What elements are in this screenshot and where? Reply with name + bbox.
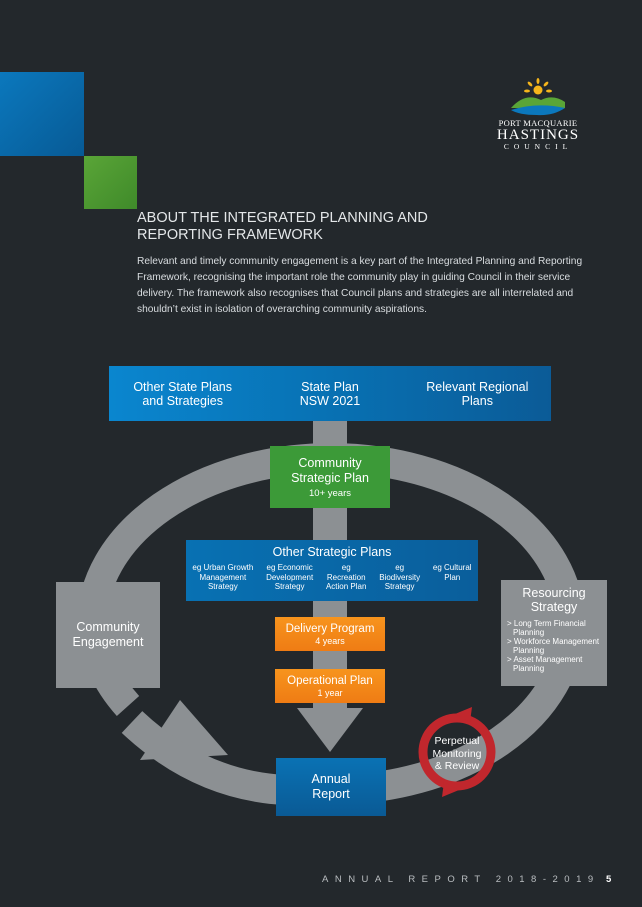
osp-item-line: Strategy xyxy=(274,582,305,591)
osp-item: eg Urban Growth Management Strategy xyxy=(192,563,253,592)
osp-item-line: Action Plan xyxy=(325,582,367,591)
green-decor-square xyxy=(84,156,137,209)
osp-item-line: Recreation xyxy=(326,572,366,582)
perpetual-ring xyxy=(418,713,496,791)
community-strategic-plan-box: Community Strategic Plan 10+ years xyxy=(270,446,390,508)
perpetual-line-3: & Review xyxy=(434,760,480,772)
osp-item: eg Recreation Action Plan xyxy=(326,563,366,592)
state-bar-cell: Other State Plans and Strategies xyxy=(109,366,256,421)
delivery-program-box: Delivery Program 4 years xyxy=(275,617,385,651)
sun-hills-icon xyxy=(511,78,565,116)
osp-item-line: eg xyxy=(341,563,351,572)
csp-line-2: Strategic Plan xyxy=(291,470,369,485)
perpetual-line-1: Perpetual xyxy=(434,735,480,747)
osp-item-line: eg Cultural xyxy=(432,563,472,572)
resourcing-strategy-box: Resourcing Strategy > Long Term Financia… xyxy=(501,580,607,686)
osp-item-line: Biodiversity xyxy=(379,572,421,582)
community-engagement-box: Community Engagement xyxy=(56,582,160,688)
rs-line-2: Strategy xyxy=(530,600,578,614)
osp-item: eg Economic Development Strategy xyxy=(266,563,313,592)
title-line-2: REPORTING FRAMEWORK xyxy=(137,227,323,243)
cycle-arrow-top-icon xyxy=(455,707,472,722)
intro-paragraph: Relevant and timely community engagement… xyxy=(137,256,583,315)
delivery-program-title: Delivery Program xyxy=(285,622,375,635)
state-cell-line: NSW 2021 xyxy=(299,393,361,408)
ar-line-1: Annual xyxy=(311,772,351,786)
other-strategic-plans-box: Other Strategic Plans eg Urban Growth Ma… xyxy=(186,540,478,601)
perpetual-text: Perpetual Monitoring & Review xyxy=(415,735,499,773)
ce-line-2: Engagement xyxy=(72,635,144,649)
operational-plan-duration: 1 year xyxy=(317,687,343,698)
state-cell-line: Relevant Regional xyxy=(426,379,529,394)
rs-items: > Long Term Financial Planning > Workfor… xyxy=(507,619,607,673)
osp-item-line: Development xyxy=(266,572,314,582)
rs-item: > Long Term Financial Planning xyxy=(507,619,586,637)
ar-line-2: Report xyxy=(312,787,350,801)
osp-item-line: eg Economic xyxy=(266,563,313,572)
council-logo: PORT MACQUARIE HASTINGS COUNCIL xyxy=(496,78,580,160)
title-line-1: ABOUT THE INTEGRATED PLANNING AND xyxy=(137,210,428,226)
perpetual-monitoring-badge: Perpetual Monitoring & Review xyxy=(415,707,499,797)
rs-item: > Asset Management Planning xyxy=(507,655,583,673)
state-cell-line: Other State Plans xyxy=(133,379,232,394)
footer-report-title: ANNUAL REPORT 2018-2019 xyxy=(322,874,600,885)
bottom-left-arc xyxy=(121,710,287,805)
delivery-program-duration: 4 years xyxy=(315,635,345,646)
rs-title: Resourcing Strategy xyxy=(501,586,607,614)
osp-item-line: Strategy xyxy=(207,582,238,591)
rs-item: > Workforce Management Planning xyxy=(507,637,600,655)
osp-items: eg Urban Growth Management Strategy eg E… xyxy=(186,563,478,592)
page-title: ABOUT THE INTEGRATED PLANNING AND REPORT… xyxy=(137,210,557,244)
page-number: 5 xyxy=(606,874,612,885)
state-cell-line: State Plan xyxy=(301,379,359,394)
cycle-arrow-bottom-icon xyxy=(442,782,459,797)
annual-report-box: Annual Report xyxy=(276,758,386,816)
osp-item-line: Management xyxy=(199,572,247,582)
osp-item: eg Biodiversity Strategy xyxy=(379,563,420,592)
osp-item-line: Plan xyxy=(444,572,461,582)
operational-plan-box: Operational Plan 1 year xyxy=(275,669,385,703)
state-cell-line: and Strategies xyxy=(142,393,223,408)
osp-item: eg Cultural Plan xyxy=(433,563,472,592)
down-arrow-icon xyxy=(297,708,363,752)
blue-decor-square xyxy=(0,72,84,156)
operational-plan-title: Operational Plan xyxy=(287,674,373,687)
state-cell-line: Plans xyxy=(461,393,493,408)
logo-line-1: PORT MACQUARIE xyxy=(498,118,578,128)
csp-line-1: Community xyxy=(298,455,362,470)
state-plans-bar: Other State Plans and Strategies State P… xyxy=(109,366,551,421)
state-bar-cell: State Plan NSW 2021 xyxy=(256,366,403,421)
osp-item-line: Strategy xyxy=(384,582,415,591)
osp-item-line: eg Urban Growth xyxy=(192,563,254,572)
perpetual-line-2: Monitoring xyxy=(432,747,482,760)
logo-line-3: COUNCIL xyxy=(503,142,573,151)
logo-line-2: HASTINGS xyxy=(496,127,580,143)
ce-line-1: Community xyxy=(76,620,140,634)
rs-line-1: Resourcing xyxy=(522,586,586,600)
csp-duration: 10+ years xyxy=(309,487,351,499)
osp-title: Other Strategic Plans xyxy=(272,545,392,559)
osp-item-line: eg xyxy=(395,563,405,572)
state-bar-cell: Relevant Regional Plans xyxy=(404,366,551,421)
